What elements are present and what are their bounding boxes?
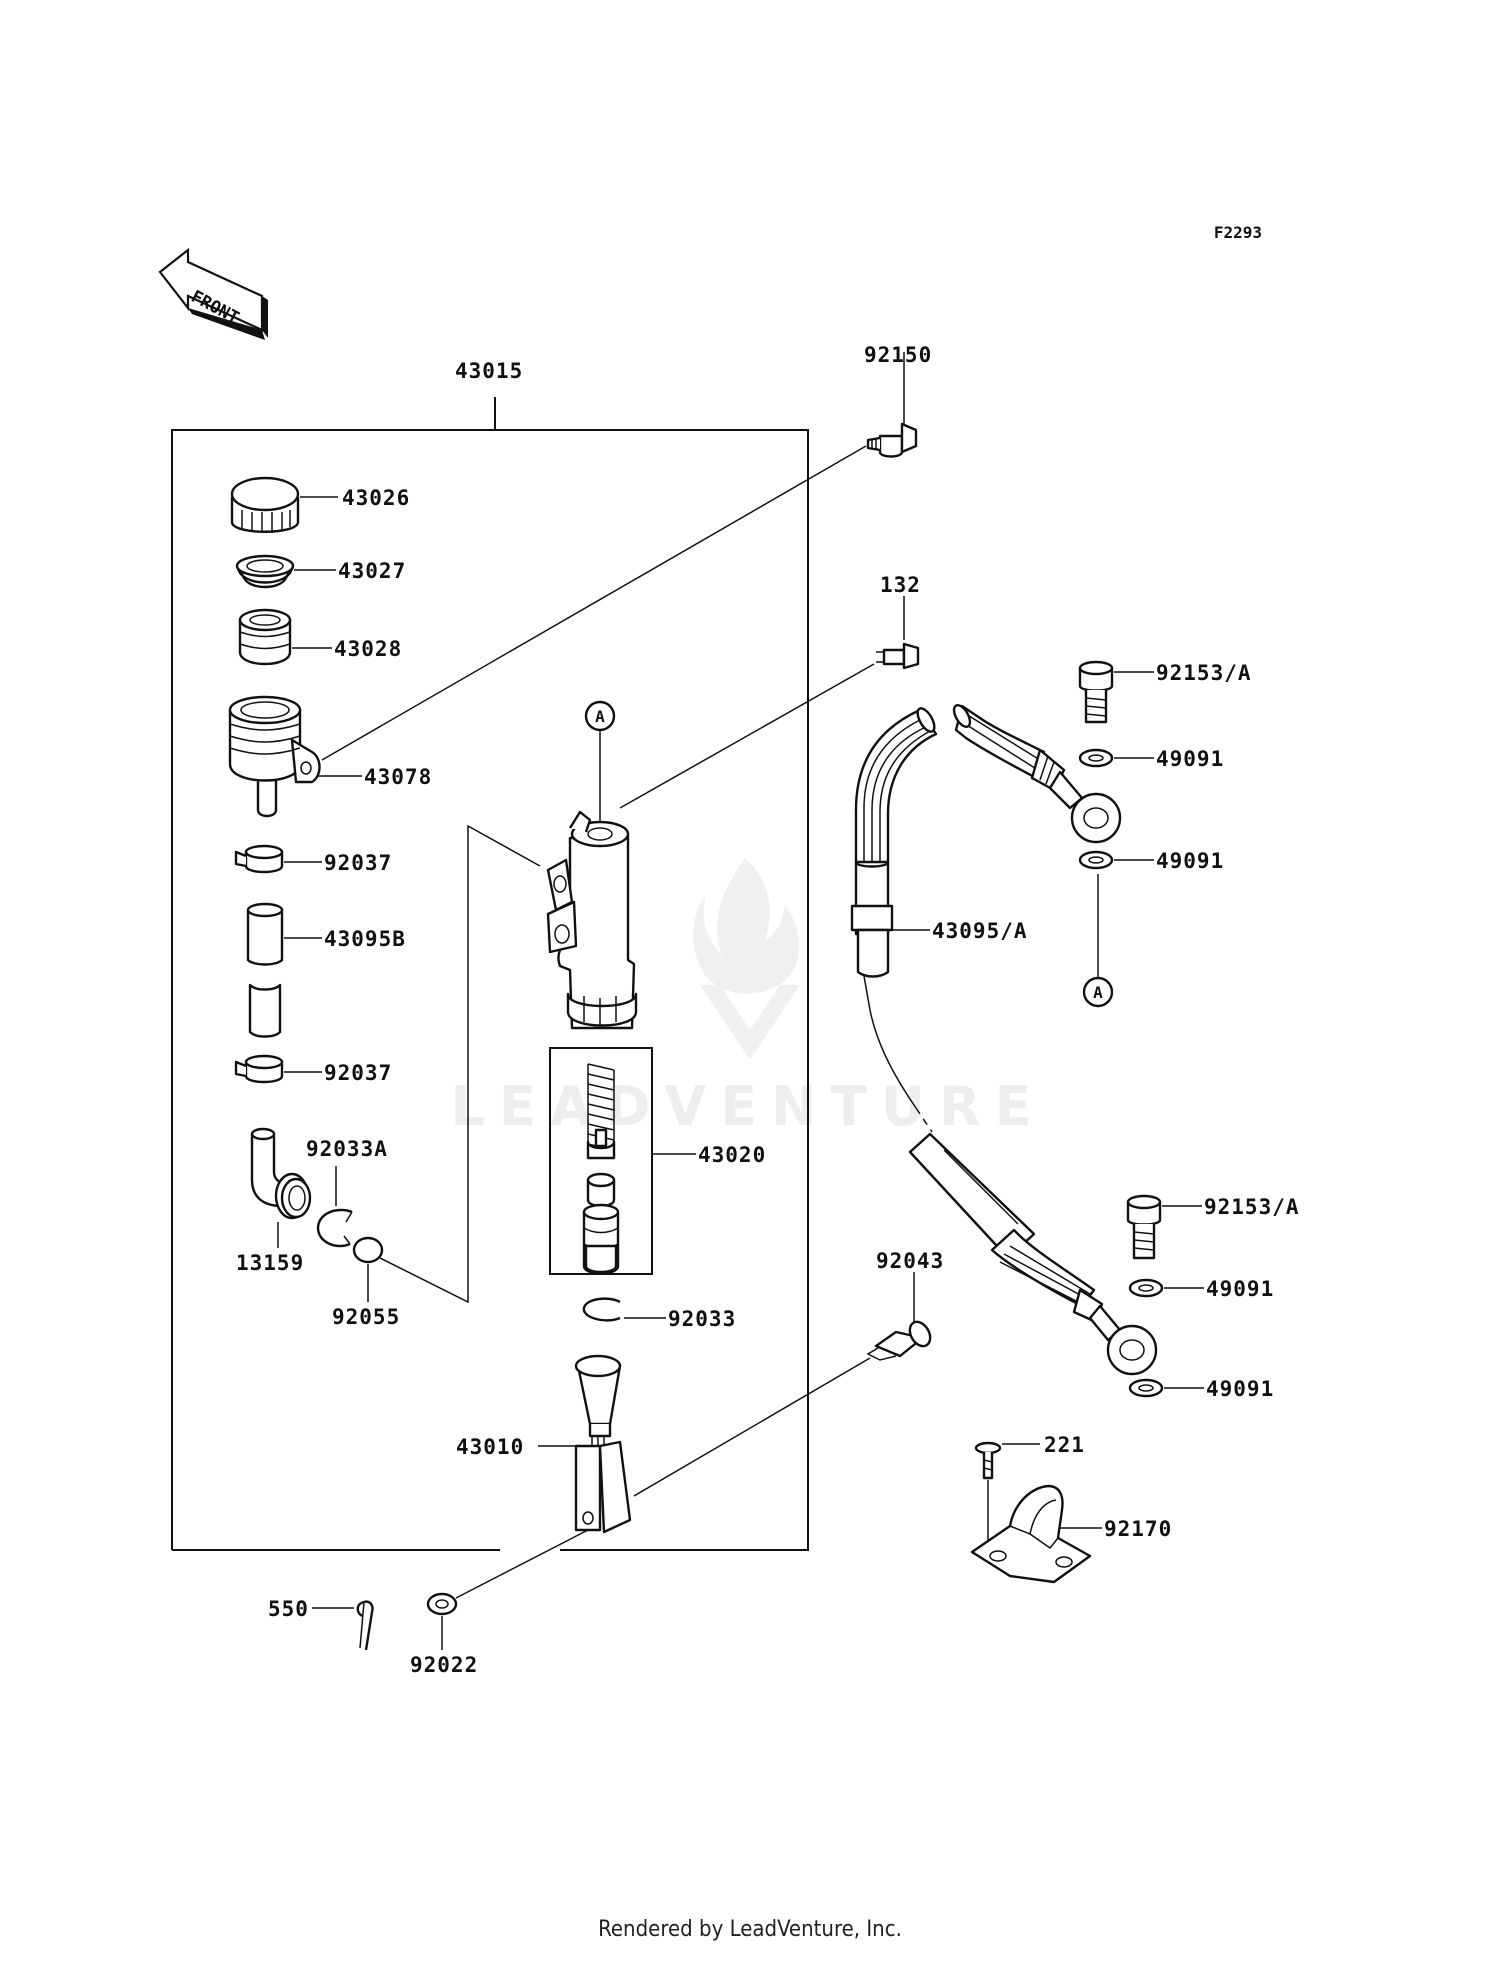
part-43020-piston-kit	[549, 1047, 653, 1275]
front-arrow-icon: FRONT	[158, 247, 268, 340]
label-43095a: 43095/A	[932, 919, 1028, 943]
part-43095a-brake-hose	[850, 703, 1158, 1376]
label-92150: 92150	[864, 343, 932, 367]
label-49091-3: 49091	[1206, 1277, 1274, 1301]
part-92055-o-ring	[352, 1236, 384, 1264]
ref-mark-a-right-label: A	[1093, 983, 1103, 1002]
label-13159: 13159	[236, 1251, 304, 1275]
label-92043: 92043	[876, 1249, 944, 1273]
label-92153a-upper: 92153/A	[1156, 661, 1252, 685]
label-92033a: 92033A	[306, 1137, 388, 1161]
label-221: 221	[1044, 1433, 1085, 1457]
part-92037-hose-clamp-upper	[234, 844, 284, 874]
label-43095b: 43095B	[324, 927, 406, 951]
label-92153a-lower: 92153/A	[1204, 1195, 1300, 1219]
assembly-bracket-43015	[171, 397, 809, 1551]
watermark-text: LEADVENTURE	[451, 1075, 1046, 1138]
part-92022-washer	[426, 1592, 458, 1616]
part-43095b-hose	[246, 902, 284, 1038]
watermark-logo	[693, 858, 800, 1060]
label-43078: 43078	[364, 765, 432, 789]
label-43010: 43010	[456, 1435, 524, 1459]
leader-132-to-body	[619, 663, 875, 809]
label-49091-2: 49091	[1156, 849, 1224, 873]
leader-92022-to-rod	[455, 1529, 589, 1599]
label-92037-lower: 92037	[324, 1061, 392, 1085]
part-49091-washer-2	[1078, 850, 1114, 870]
part-92150-bolt	[866, 422, 918, 458]
label-49091-1: 49091	[1156, 747, 1224, 771]
part-92033a-circlip	[316, 1208, 353, 1248]
part-43026-reservoir-cap	[230, 476, 300, 533]
label-92055: 92055	[332, 1305, 400, 1329]
part-43010-push-rod	[574, 1354, 632, 1534]
diagram-code: F2293	[1214, 223, 1262, 242]
part-92153a-banjo-bolt-lower	[1126, 1194, 1162, 1260]
part-43027-diaphragm-plate	[235, 554, 295, 589]
label-43015: 43015	[455, 359, 523, 383]
part-132-bleeder-screw	[876, 642, 920, 670]
leader-92150-to-reservoir	[321, 445, 867, 761]
part-master-cylinder-body	[546, 810, 638, 1030]
label-92170: 92170	[1104, 1517, 1172, 1541]
part-13159-elbow-joint	[250, 1127, 312, 1220]
leader-oring-to-body	[379, 824, 541, 1304]
label-92037-upper: 92037	[324, 851, 392, 875]
part-92153a-banjo-bolt-upper	[1078, 660, 1114, 724]
label-43020: 43020	[698, 1143, 766, 1167]
label-43026: 43026	[342, 486, 410, 510]
leader-92043-to-rod	[633, 1357, 871, 1497]
label-132: 132	[880, 573, 921, 597]
part-49091-washer-4	[1128, 1378, 1164, 1398]
label-92033: 92033	[668, 1307, 736, 1331]
part-49091-washer-3	[1128, 1278, 1164, 1298]
part-43078-reservoir	[228, 695, 321, 818]
ref-mark-a-right	[1082, 976, 1114, 1008]
label-49091-4: 49091	[1206, 1377, 1274, 1401]
label-43027: 43027	[338, 559, 406, 583]
part-221-screw	[974, 1441, 1002, 1480]
part-92037-hose-clamp-lower	[234, 1054, 284, 1084]
footer-credit: Rendered by LeadVenture, Inc.	[598, 1917, 902, 1942]
ref-mark-a-left-label: A	[595, 707, 605, 726]
label-550: 550	[268, 1597, 309, 1621]
label-92022: 92022	[410, 1653, 478, 1677]
part-43028-diaphragm	[238, 608, 292, 666]
part-92043-clevis-pin	[866, 1320, 932, 1361]
part-92033-circlip	[582, 1297, 621, 1322]
part-92170-hose-clamp-bracket	[970, 1484, 1092, 1584]
part-49091-washer-1	[1078, 748, 1114, 768]
label-43028: 43028	[334, 637, 402, 661]
part-550-cotter-pin	[356, 1600, 374, 1651]
